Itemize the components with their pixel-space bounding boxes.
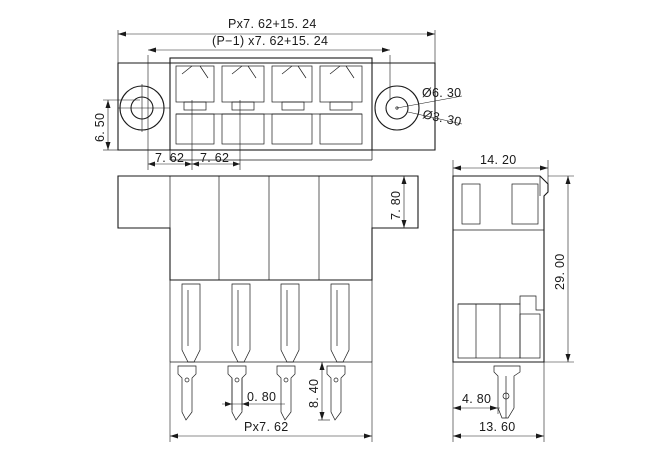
pin-width-label: 0. 80 xyxy=(247,390,276,404)
front-view-pins xyxy=(177,283,350,421)
dim-inner-width: (P−1) x7. 62+15. 24 xyxy=(148,34,390,53)
outer-dia-label: Ø6. 30 xyxy=(422,86,461,100)
dim-pin-width: 0. 80 xyxy=(222,378,285,410)
bottom-pitch-label: Px7. 62 xyxy=(244,420,289,434)
top-view-outline xyxy=(117,62,436,151)
top-height-label: 7. 80 xyxy=(389,191,403,220)
pitch-left-label: 7. 62 xyxy=(155,151,184,165)
dim-total-width: Px7. 62+15. 24 xyxy=(117,17,436,63)
top-view xyxy=(117,55,436,170)
side-bottom-width-label: 13. 60 xyxy=(479,420,516,434)
dim-height-650: 6. 50 xyxy=(93,99,140,151)
side-view xyxy=(452,175,549,419)
dim-side-bottom-width: 13. 60 xyxy=(453,362,545,442)
pin-length-label: 8. 40 xyxy=(307,379,321,408)
dim-diameters: Ø6. 30 Ø3. 30 xyxy=(396,86,463,129)
top-view-poles xyxy=(175,65,363,145)
side-pin-offset-label: 4. 80 xyxy=(462,392,491,406)
dim-pitch: 7. 62 7. 62 xyxy=(148,151,240,167)
dim-side-height: 29. 00 xyxy=(544,175,574,363)
total-width-label: Px7. 62+15. 24 xyxy=(228,17,317,31)
dim-side-width: 14. 20 xyxy=(452,153,549,184)
dim-side-pin-offset: 4. 80 xyxy=(452,362,500,442)
pitch-right-label: 7. 62 xyxy=(200,151,229,165)
top-view-body xyxy=(169,57,373,151)
right-screw-outer xyxy=(374,85,420,131)
side-height-label: 29. 00 xyxy=(553,253,567,290)
dim-pin-length: 8. 40 xyxy=(307,362,330,421)
front-view xyxy=(117,175,419,421)
dim-bottom-pitch: Px7. 62 xyxy=(169,362,373,442)
side-view-pin xyxy=(493,365,521,419)
side-width-label: 14. 20 xyxy=(480,153,517,167)
inner-width-label: (P−1) x7. 62+15. 24 xyxy=(212,34,328,48)
dim-top-height: 7. 80 xyxy=(372,175,418,229)
height-650-label: 6. 50 xyxy=(93,113,107,142)
inner-dia-label: Ø3. 30 xyxy=(421,107,462,129)
right-screw-inner xyxy=(385,96,409,120)
side-view-outline xyxy=(452,175,549,363)
